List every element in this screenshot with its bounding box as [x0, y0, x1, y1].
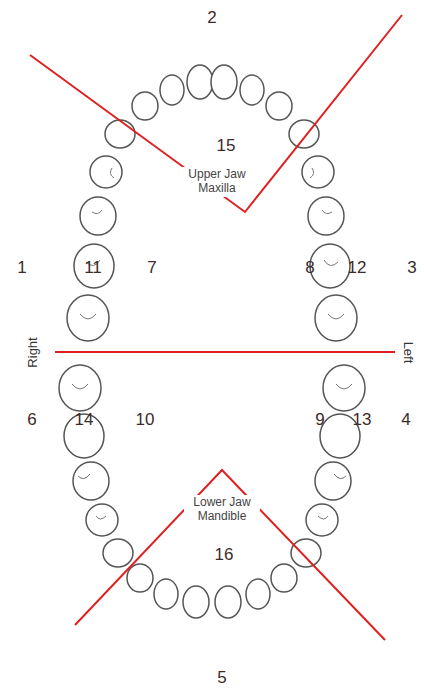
jaw-label: Upper Jaw Maxilla [179, 167, 255, 197]
callout-number: 13 [353, 410, 372, 430]
callout-number: 9 [315, 410, 324, 430]
callout-number: 16 [213, 545, 236, 565]
callout-number: 15 [215, 136, 238, 156]
side-label: Right [26, 337, 41, 367]
callout-number: 1 [17, 258, 26, 278]
jaw-label: Lower Jaw Mandible [184, 495, 260, 525]
callout-number: 8 [305, 258, 314, 278]
callout-number: 2 [207, 8, 216, 28]
callout-number: 14 [75, 410, 94, 430]
side-label: Left [401, 341, 416, 363]
callout-number: 10 [136, 410, 155, 430]
callout-number: 6 [27, 410, 36, 430]
callout-number: 5 [217, 668, 226, 688]
callout-number: 7 [147, 258, 156, 278]
callout-number: 12 [348, 258, 367, 278]
callout-number: 11 [84, 258, 102, 278]
callout-number: 3 [407, 258, 416, 278]
callout-number: 4 [401, 410, 410, 430]
